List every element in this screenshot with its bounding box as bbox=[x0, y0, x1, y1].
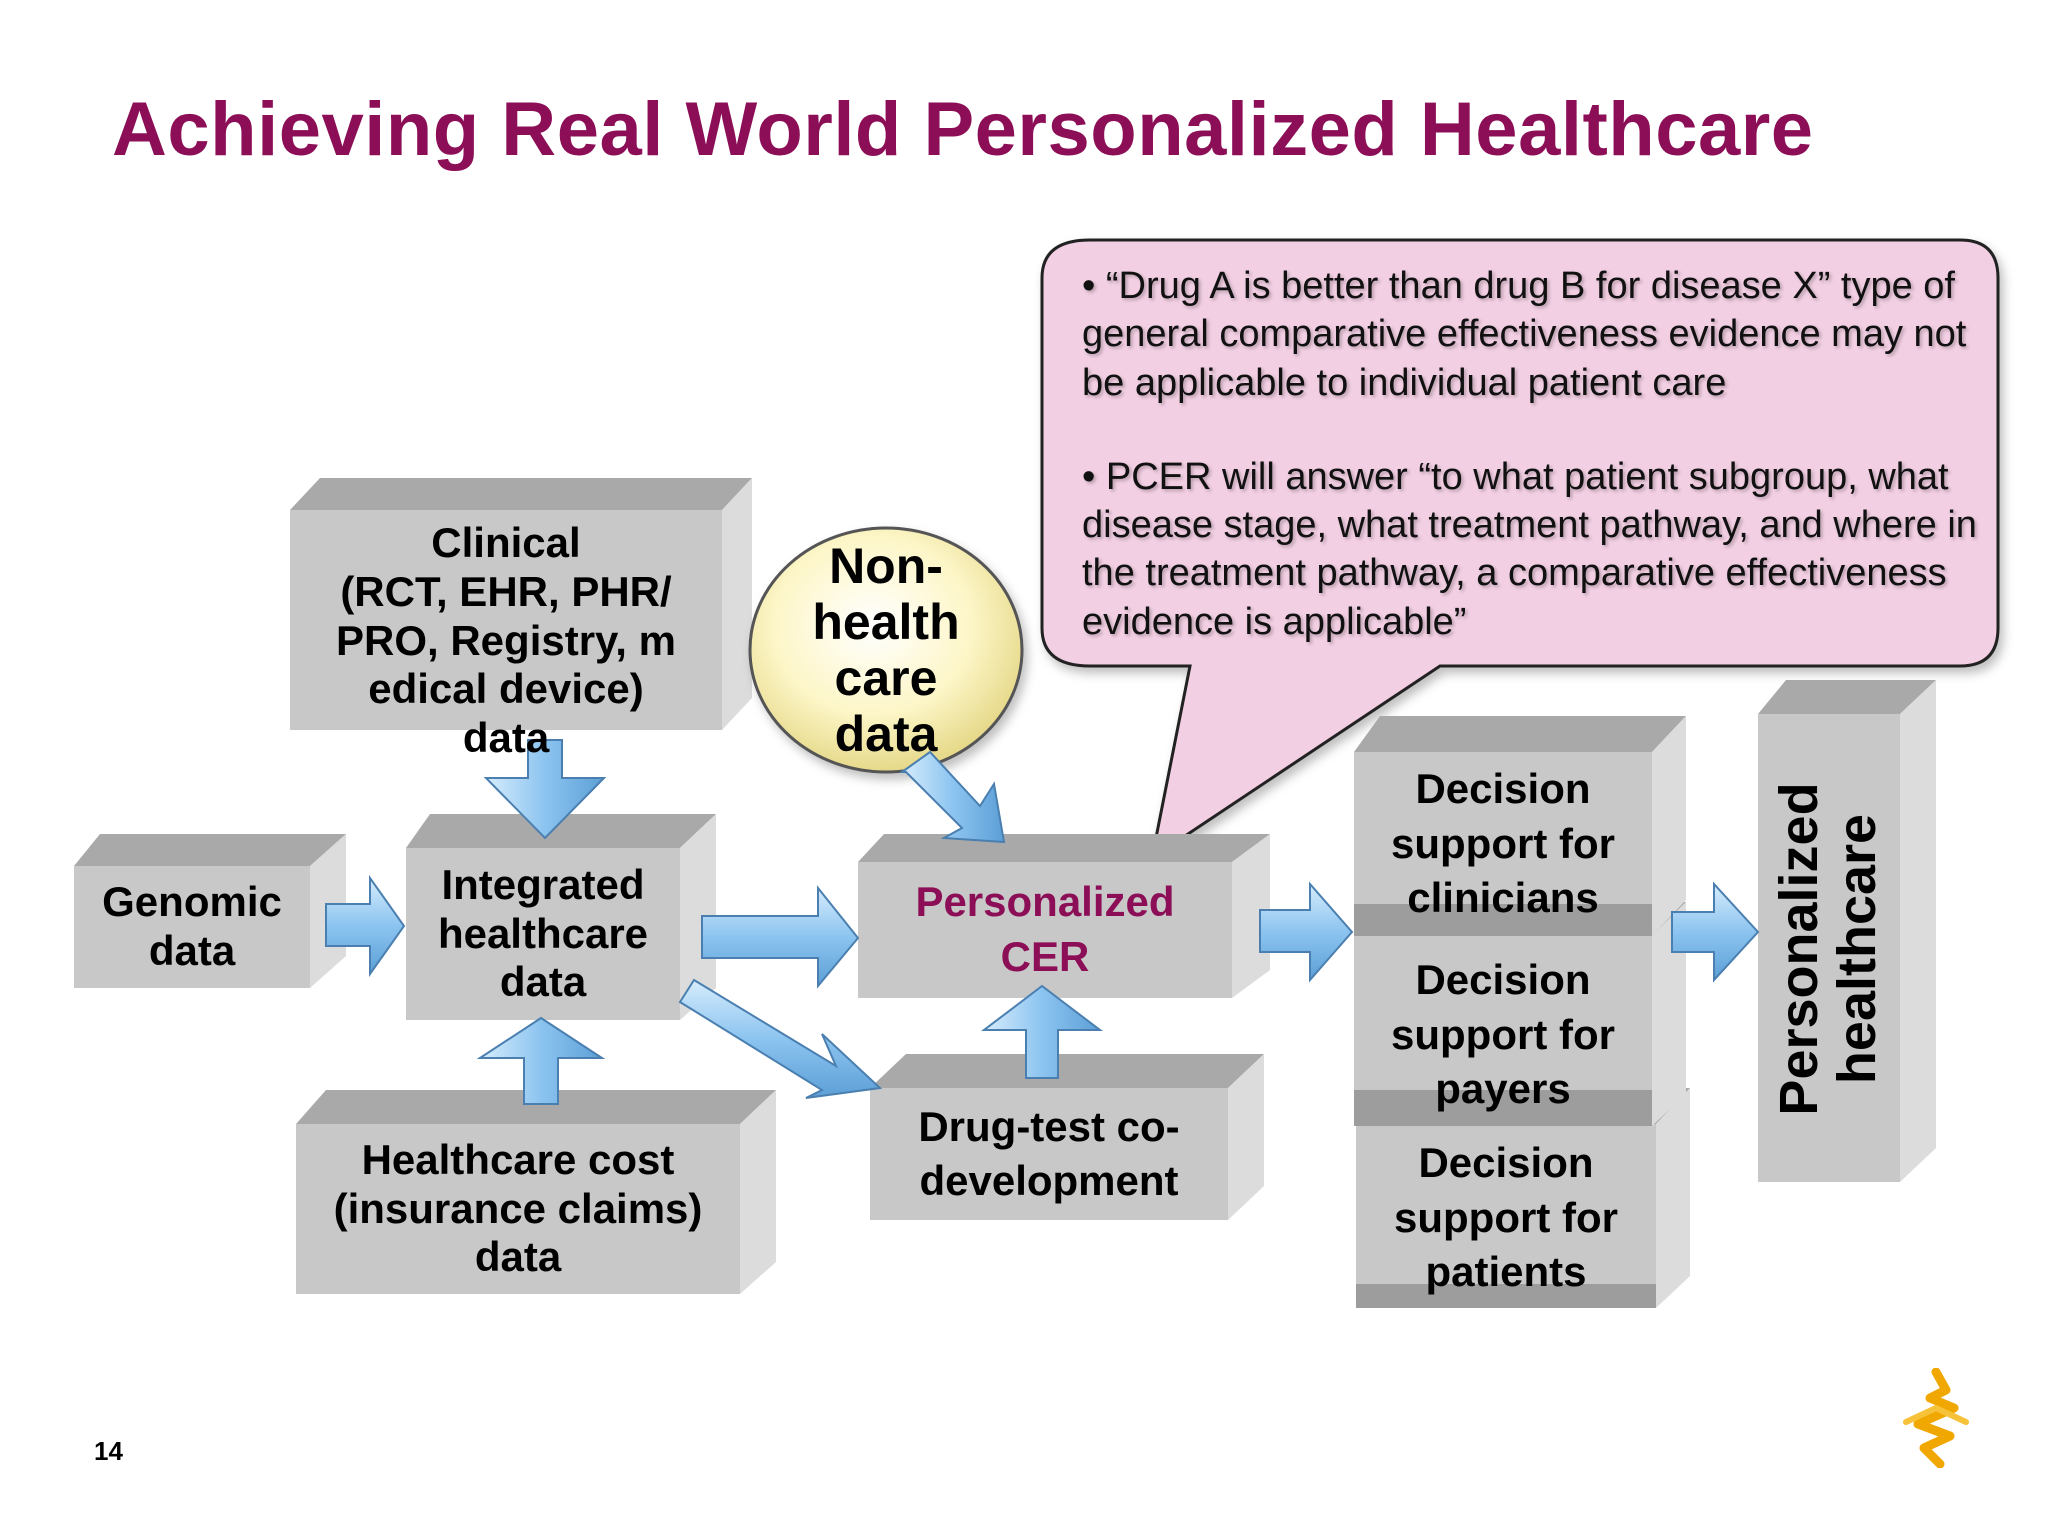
decision-support-patients-box: Decision support for patients bbox=[1356, 1126, 1656, 1310]
non-health-care-data-box: Non- health care data bbox=[770, 530, 1002, 770]
healthcare-cost-data-box: Healthcare cost (insurance claims) data bbox=[296, 1124, 740, 1294]
callout-text: • “Drug A is better than drug B for dise… bbox=[1082, 262, 1982, 646]
callout-bullet-1: • “Drug A is better than drug B for dise… bbox=[1082, 265, 1967, 404]
personalized-healthcare-box: Personalized healthcare bbox=[1757, 715, 1899, 1183]
clinical-data-label: Clinical (RCT, EHR, PHR/ PRO, Registry, … bbox=[336, 519, 676, 762]
callout-bubble bbox=[1040, 238, 2000, 862]
arrow-integrated-to-pcer bbox=[701, 885, 860, 989]
box-integrated-shape bbox=[406, 814, 716, 1020]
decision-support-clinicians-box: Decision support for clinicians bbox=[1354, 752, 1652, 936]
arrow-drug-test-to-pcer bbox=[981, 984, 1103, 1079]
genomic-data-box: Genomic data bbox=[74, 866, 310, 988]
arrow-integrated-to-drug-test bbox=[678, 978, 883, 1099]
integrated-healthcare-data-label: Integrated healthcare data bbox=[437, 860, 649, 1006]
box-healthcare-cost-shape bbox=[296, 1090, 776, 1294]
company-logo-icon bbox=[1903, 1368, 1969, 1468]
arrow-pcer-to-decision bbox=[1259, 881, 1354, 983]
arrow-genomic-to-integrated bbox=[325, 874, 406, 978]
slide-title: Achieving Real World Personalized Health… bbox=[112, 87, 1814, 172]
box-drug-test-shape bbox=[870, 1054, 1264, 1220]
arrow-cost-to-integrated bbox=[476, 1016, 606, 1105]
arrow-clinical-to-integrated bbox=[483, 739, 607, 840]
box-ds-clinicians-shape bbox=[1354, 716, 1686, 936]
drug-test-co-development-box: Drug-test co- development bbox=[870, 1088, 1228, 1220]
arrow-decision-to-personalized bbox=[1671, 881, 1760, 983]
arrow-non-health-to-pcer bbox=[898, 750, 1006, 844]
decision-support-payers-label: Decision support for payers bbox=[1391, 956, 1615, 1113]
personalized-cer-label: Personalized CER bbox=[915, 878, 1175, 980]
callout-bullet-2: • PCER will answer “to what patient subg… bbox=[1082, 455, 1977, 643]
integrated-healthcare-data-box: Integrated healthcare data bbox=[406, 848, 680, 1020]
healthcare-cost-data-label: Healthcare cost (insurance claims) data bbox=[333, 1135, 703, 1281]
non-health-care-data-label: Non- health care data bbox=[812, 538, 960, 762]
drug-test-co-development-label: Drug-test co- development bbox=[918, 1103, 1180, 1204]
clinical-data-box: Clinical (RCT, EHR, PHR/ PRO, Registry, … bbox=[290, 516, 722, 766]
decision-support-clinicians-label: Decision support for clinicians bbox=[1391, 765, 1615, 922]
personalized-cer-box: Personalized CER bbox=[858, 862, 1232, 998]
box-pcer-shape bbox=[858, 834, 1270, 998]
decision-support-patients-label: Decision support for patients bbox=[1394, 1139, 1618, 1296]
page-number: 14 bbox=[94, 1436, 123, 1466]
box-ds-payers-shape bbox=[1354, 902, 1686, 1126]
decision-support-payers-box: Decision support for payers bbox=[1354, 940, 1652, 1130]
genomic-data-label: Genomic data bbox=[102, 878, 282, 974]
non-health-ellipse bbox=[748, 526, 1024, 774]
box-personalized-healthcare-shape bbox=[1758, 680, 1936, 1182]
box-clinical-shape bbox=[290, 478, 752, 730]
personalized-healthcare-label: Personalized healthcare bbox=[1768, 782, 1887, 1116]
